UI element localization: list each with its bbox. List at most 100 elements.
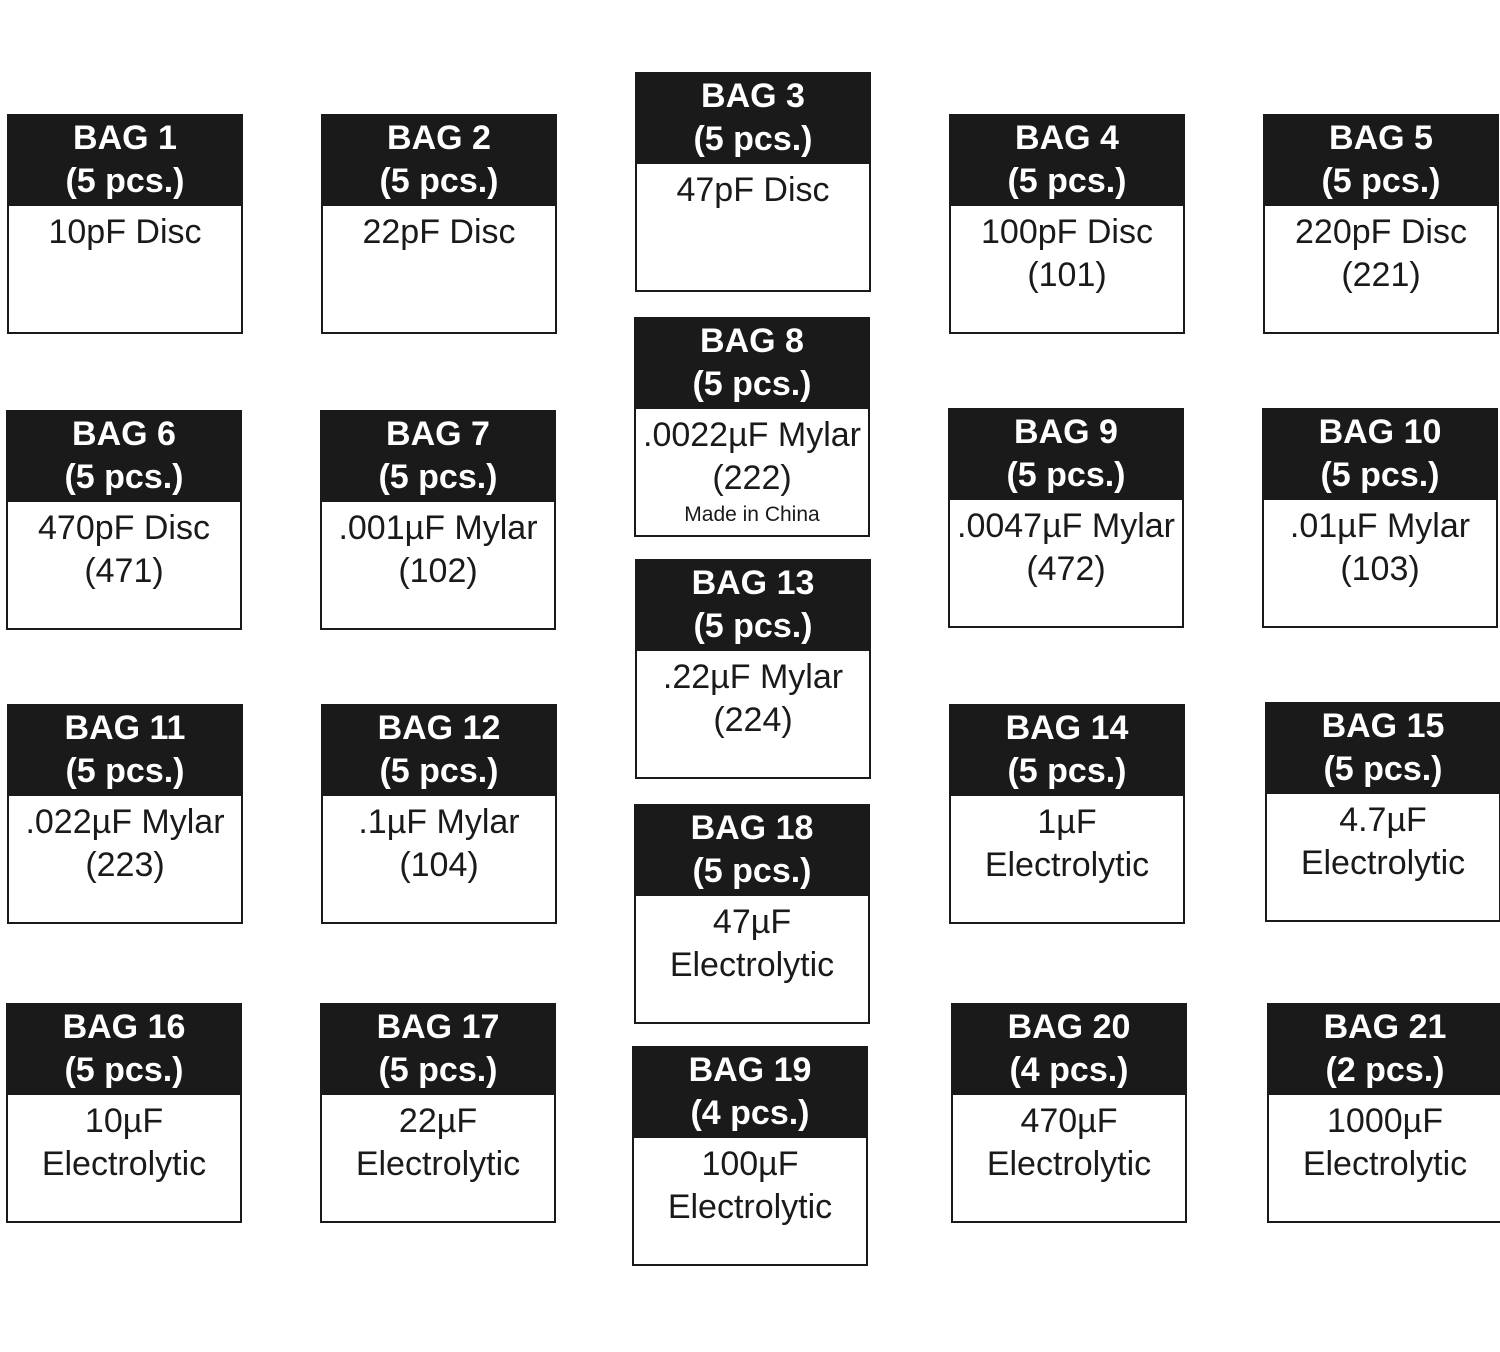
bag-contents: .0022µF Mylar (222) Made in China	[636, 409, 868, 530]
bag-header: BAG 12 (5 pcs.)	[323, 706, 555, 796]
bag-header: BAG 2 (5 pcs.)	[323, 116, 555, 206]
bag-contents: 47pF Disc	[637, 164, 869, 212]
bag-count: (5 pcs.)	[379, 752, 499, 790]
bag-label-3: BAG 3 (5 pcs.) 47pF Disc	[635, 72, 871, 292]
bag-contents-line1: .0047µF Mylar	[957, 507, 1175, 545]
bag-title: BAG 4	[1015, 119, 1119, 157]
bag-contents-line2: (221)	[1341, 256, 1421, 294]
bag-title: BAG 9	[1014, 413, 1118, 451]
bag-count: (5 pcs.)	[64, 458, 184, 496]
bag-count: (4 pcs.)	[1009, 1051, 1129, 1089]
bag-count: (5 pcs.)	[1323, 750, 1443, 788]
bag-count: (5 pcs.)	[378, 1051, 498, 1089]
bag-contents-line2: (104)	[399, 846, 479, 884]
bag-header: BAG 7 (5 pcs.)	[322, 412, 554, 502]
bag-contents-line1: 47pF Disc	[676, 171, 830, 209]
bag-contents: .22µF Mylar (224)	[637, 651, 869, 742]
bag-contents: 22µF Electrolytic	[322, 1095, 554, 1186]
bag-title: BAG 12	[377, 709, 501, 747]
bag-contents-line1: 470µF	[1020, 1102, 1118, 1140]
bag-header: BAG 9 (5 pcs.)	[950, 410, 1182, 500]
bag-contents-line1: .0022µF Mylar	[643, 416, 861, 454]
bag-title: BAG 3	[701, 77, 805, 115]
bag-title: BAG 19	[688, 1051, 812, 1089]
bag-title: BAG 5	[1329, 119, 1433, 157]
bag-label-2: BAG 2 (5 pcs.) 22pF Disc	[321, 114, 557, 334]
bag-title: BAG 20	[1007, 1008, 1131, 1046]
bag-count: (5 pcs.)	[693, 120, 813, 158]
bag-contents-line1: 22pF Disc	[362, 213, 516, 251]
bag-contents-line1: 100pF Disc	[981, 213, 1153, 251]
bag-title: BAG 6	[72, 415, 176, 453]
bag-label-15: BAG 15 (5 pcs.) 4.7µF Electrolytic	[1265, 702, 1500, 922]
bag-header: BAG 11 (5 pcs.)	[9, 706, 241, 796]
bag-header: BAG 8 (5 pcs.)	[636, 319, 868, 409]
origin-note: Made in China	[684, 503, 820, 526]
bag-header: BAG 1 (5 pcs.)	[9, 116, 241, 206]
bag-count: (5 pcs.)	[65, 752, 185, 790]
bag-header: BAG 19 (4 pcs.)	[634, 1048, 866, 1138]
bag-contents-line1: .01µF Mylar	[1289, 507, 1471, 545]
bag-contents: 47µF Electrolytic	[636, 896, 868, 987]
bag-label-1: BAG 1 (5 pcs.) 10pF Disc	[7, 114, 243, 334]
bag-contents-line2: (103)	[1340, 550, 1420, 588]
bag-contents: .022µF Mylar (223)	[9, 796, 241, 887]
bag-title: BAG 15	[1321, 707, 1445, 745]
bag-count: (5 pcs.)	[692, 365, 812, 403]
bag-title: BAG 7	[386, 415, 490, 453]
bag-count: (5 pcs.)	[65, 162, 185, 200]
bag-contents: 10pF Disc	[9, 206, 241, 254]
bag-header: BAG 13 (5 pcs.)	[637, 561, 869, 651]
bag-contents-line1: .22µF Mylar	[662, 658, 844, 696]
bag-contents: 100pF Disc (101)	[951, 206, 1183, 297]
bag-title: BAG 21	[1323, 1008, 1447, 1046]
bag-contents-line1: 220pF Disc	[1295, 213, 1467, 251]
bag-title: BAG 2	[387, 119, 491, 157]
bag-count: (5 pcs.)	[693, 607, 813, 645]
bag-title: BAG 10	[1318, 413, 1442, 451]
bag-label-7: BAG 7 (5 pcs.) .001µF Mylar (102)	[320, 410, 556, 630]
bag-contents-line1: .001µF Mylar	[338, 509, 538, 547]
bag-header: BAG 10 (5 pcs.)	[1264, 410, 1496, 500]
bag-contents-line1: 10pF Disc	[48, 213, 202, 251]
bag-contents-line2: Electrolytic	[1302, 1145, 1468, 1183]
bag-contents: .1µF Mylar (104)	[323, 796, 555, 887]
bag-header: BAG 4 (5 pcs.)	[951, 116, 1183, 206]
bag-contents-line2: (471)	[84, 552, 164, 590]
bag-contents-line2: (472)	[1026, 550, 1106, 588]
bag-contents-line2: (222)	[712, 459, 792, 497]
bag-header: BAG 15 (5 pcs.)	[1267, 704, 1499, 794]
bag-contents: 10µF Electrolytic	[8, 1095, 240, 1186]
bag-contents: .001µF Mylar (102)	[322, 502, 554, 593]
bag-label-14: BAG 14 (5 pcs.) 1µF Electrolytic	[949, 704, 1185, 924]
bag-contents: 100µF Electrolytic	[634, 1138, 866, 1229]
bag-contents-line1: 100µF	[701, 1145, 799, 1183]
bag-header: BAG 6 (5 pcs.)	[8, 412, 240, 502]
bag-title: BAG 11	[64, 709, 186, 747]
bag-contents-line2: Electrolytic	[984, 846, 1150, 884]
bag-count: (5 pcs.)	[692, 852, 812, 890]
bag-label-11: BAG 11 (5 pcs.) .022µF Mylar (223)	[7, 704, 243, 924]
bag-contents-line2: (224)	[713, 701, 793, 739]
bag-label-16: BAG 16 (5 pcs.) 10µF Electrolytic	[6, 1003, 242, 1223]
bag-contents-line2: Electrolytic	[355, 1145, 521, 1183]
bag-label-17: BAG 17 (5 pcs.) 22µF Electrolytic	[320, 1003, 556, 1223]
bag-label-18: BAG 18 (5 pcs.) 47µF Electrolytic	[634, 804, 870, 1024]
bag-title: BAG 8	[700, 322, 804, 360]
bag-count: (5 pcs.)	[1321, 162, 1441, 200]
bag-contents-line1: .1µF Mylar	[358, 803, 520, 841]
bag-header: BAG 5 (5 pcs.)	[1265, 116, 1497, 206]
bag-header: BAG 16 (5 pcs.)	[8, 1005, 240, 1095]
bag-header: BAG 14 (5 pcs.)	[951, 706, 1183, 796]
bag-label-9: BAG 9 (5 pcs.) .0047µF Mylar (472)	[948, 408, 1184, 628]
bag-contents: 4.7µF Electrolytic	[1267, 794, 1499, 885]
bag-title: BAG 16	[62, 1008, 186, 1046]
bag-contents: 1µF Electrolytic	[951, 796, 1183, 887]
bag-title: BAG 1	[73, 119, 177, 157]
bag-label-10: BAG 10 (5 pcs.) .01µF Mylar (103)	[1262, 408, 1498, 628]
bag-count: (5 pcs.)	[1320, 456, 1440, 494]
bag-contents-line1: 22µF	[398, 1102, 478, 1140]
bag-header: BAG 18 (5 pcs.)	[636, 806, 868, 896]
bag-label-4: BAG 4 (5 pcs.) 100pF Disc (101)	[949, 114, 1185, 334]
